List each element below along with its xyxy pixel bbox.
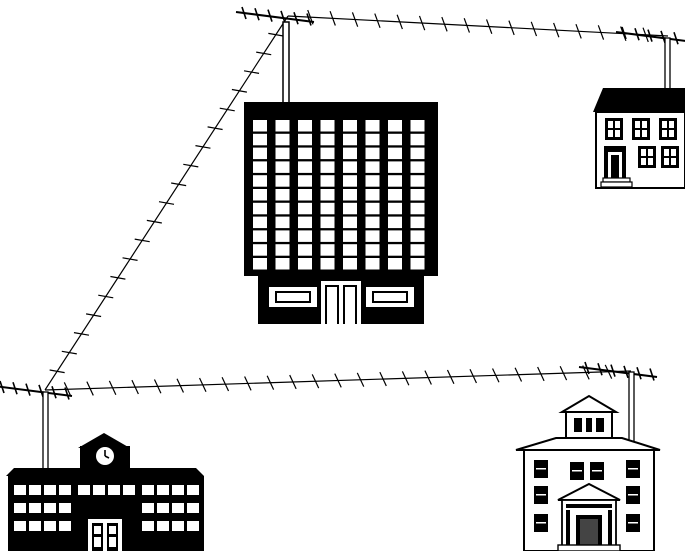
wireless-link	[288, 10, 668, 42]
courthouse-icon	[516, 372, 660, 551]
antenna-icon	[616, 27, 685, 46]
antenna-icon	[0, 381, 72, 400]
house-icon	[593, 38, 685, 188]
wireless-link	[45, 365, 631, 396]
office-tower-icon	[244, 22, 438, 324]
school-icon	[6, 392, 204, 551]
antenna-icon	[579, 362, 657, 381]
